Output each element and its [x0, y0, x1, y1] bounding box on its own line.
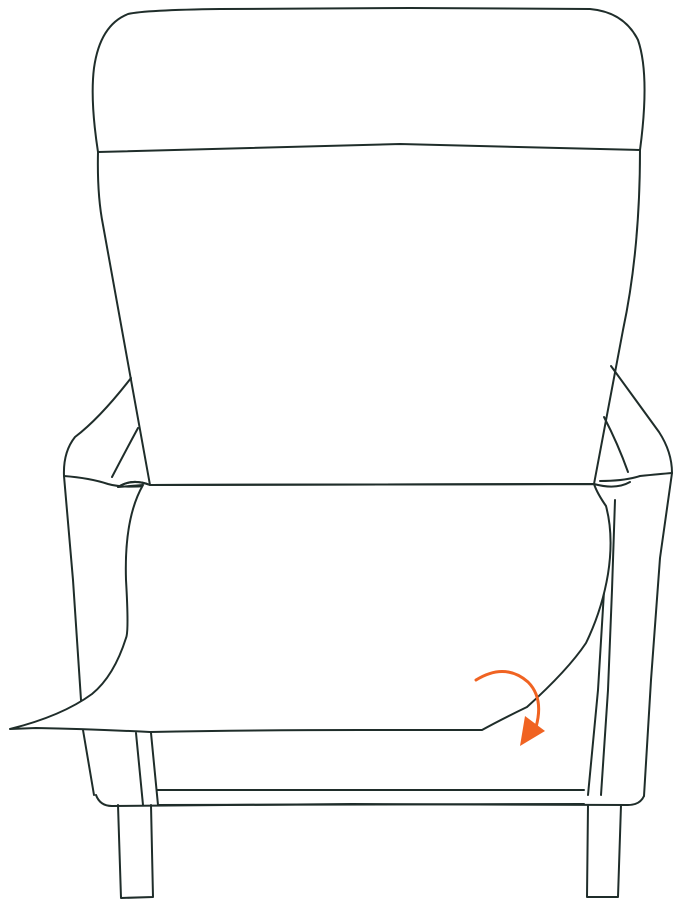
left-arm-outer: [62, 377, 132, 796]
right-front-panel-a: [600, 499, 616, 796]
rotate-arrow-icon: [474, 670, 545, 746]
chair-legs: [117, 804, 622, 899]
right-arm-inner: [603, 416, 629, 473]
seat-front-edge: [117, 481, 631, 488]
left-arm-inner: [111, 427, 139, 478]
seat-cover-sheet: [9, 481, 612, 733]
front-rail-bottom: [157, 803, 585, 806]
right-arm-top: [599, 472, 673, 482]
base-frame: [95, 732, 645, 807]
front-right-leg: [586, 804, 622, 898]
backrest: [96, 149, 641, 486]
headrest-cushion: [91, 7, 646, 153]
left-inner-post-a: [135, 732, 144, 806]
right-front-panel-b: [587, 574, 606, 796]
rotate-arrow-curve: [474, 670, 541, 729]
left-inner-post-b: [150, 732, 159, 806]
right-arm-outer: [610, 365, 673, 797]
front-left-leg: [117, 804, 154, 899]
right-arm: [587, 365, 673, 797]
rotate-arrow-head: [520, 716, 545, 746]
